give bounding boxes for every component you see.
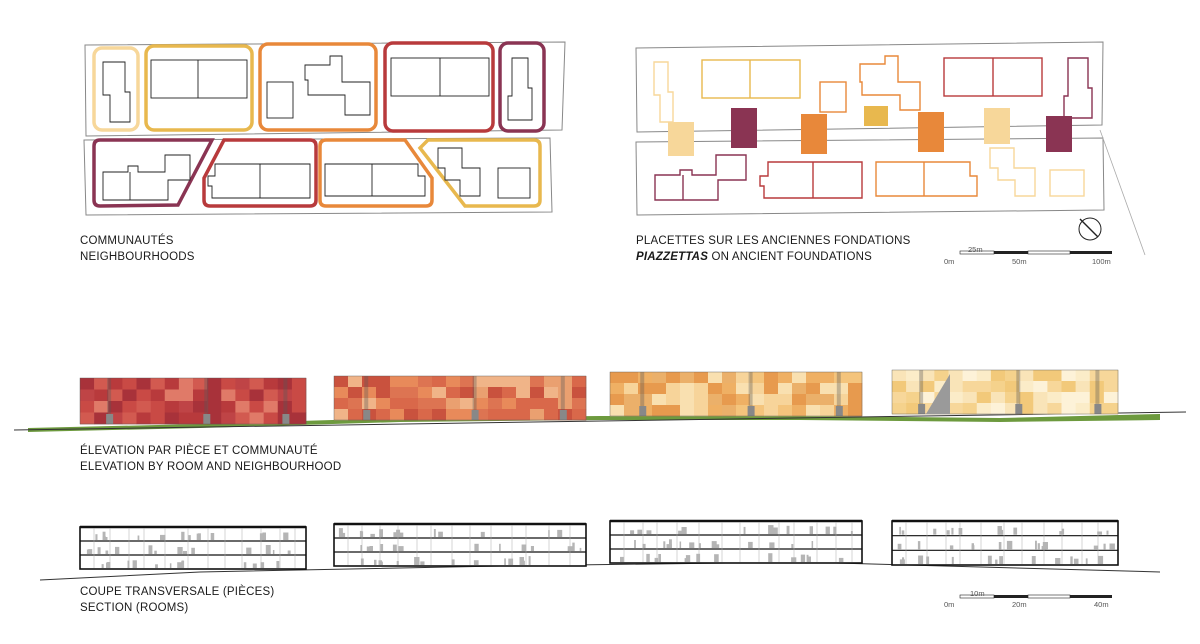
section-block (891, 519, 1119, 566)
plan-scale-c: 100m (1092, 257, 1111, 266)
section-scale-bar (959, 594, 1112, 599)
piazzettas-plan (635, 41, 1146, 256)
section-block (609, 519, 863, 564)
neighbourhoods-plan (83, 41, 566, 216)
neighbourhoods-caption: COMMUNAUTÉS NEIGHBOURHOODS (80, 233, 195, 265)
section-scale-zero: 0m (944, 600, 955, 609)
plan-scale-zero: 0m (944, 257, 955, 266)
section-scale-a: 10m (970, 589, 985, 598)
elevation-block (609, 371, 863, 417)
section-drawing (39, 519, 1161, 581)
section-block (79, 525, 307, 570)
elevation-block (333, 375, 587, 421)
piazzettas-caption-emph: PIAZZETTAS (636, 251, 709, 263)
section-scale-c: 40m (1094, 600, 1109, 609)
plan-scale-bar (959, 250, 1112, 255)
section-caption-fr: COUPE TRANSVERSALE (PIÈCES) (80, 586, 275, 598)
piazzettas-caption-en: PIAZZETTAS ON ANCIENT FOUNDATIONS (636, 249, 911, 265)
neighbourhoods-caption-fr: COMMUNAUTÉS (80, 235, 174, 247)
elevation-caption-fr: ÉLEVATION PAR PIÈCE ET COMMUNAUTÉ (80, 445, 318, 457)
plan-scale-a: 25m (968, 245, 983, 254)
section-block (333, 522, 587, 567)
elevation-caption: ÉLEVATION PAR PIÈCE ET COMMUNAUTÉ ELEVAT… (80, 443, 341, 475)
elevation-block (79, 377, 307, 425)
north-arrow-icon (1078, 217, 1102, 241)
piazzettas-caption-rest: ON ANCIENT FOUNDATIONS (708, 251, 872, 263)
plan-scale-b: 50m (1012, 257, 1027, 266)
elevation-caption-en: ELEVATION BY ROOM AND NEIGHBOURHOOD (80, 461, 342, 473)
elevation-drawing (13, 369, 1187, 432)
elevation-block (891, 369, 1119, 415)
piazzettas-caption: PLACETTES SUR LES ANCIENNES FONDATIONS P… (636, 233, 911, 265)
section-scale-b: 20m (1012, 600, 1027, 609)
section-caption-en: SECTION (ROOMS) (80, 602, 189, 614)
neighbourhoods-caption-en: NEIGHBOURHOODS (80, 251, 195, 263)
section-caption: COUPE TRANSVERSALE (PIÈCES) SECTION (ROO… (80, 584, 274, 616)
piazzettas-caption-fr: PLACETTES SUR LES ANCIENNES FONDATIONS (636, 235, 911, 247)
